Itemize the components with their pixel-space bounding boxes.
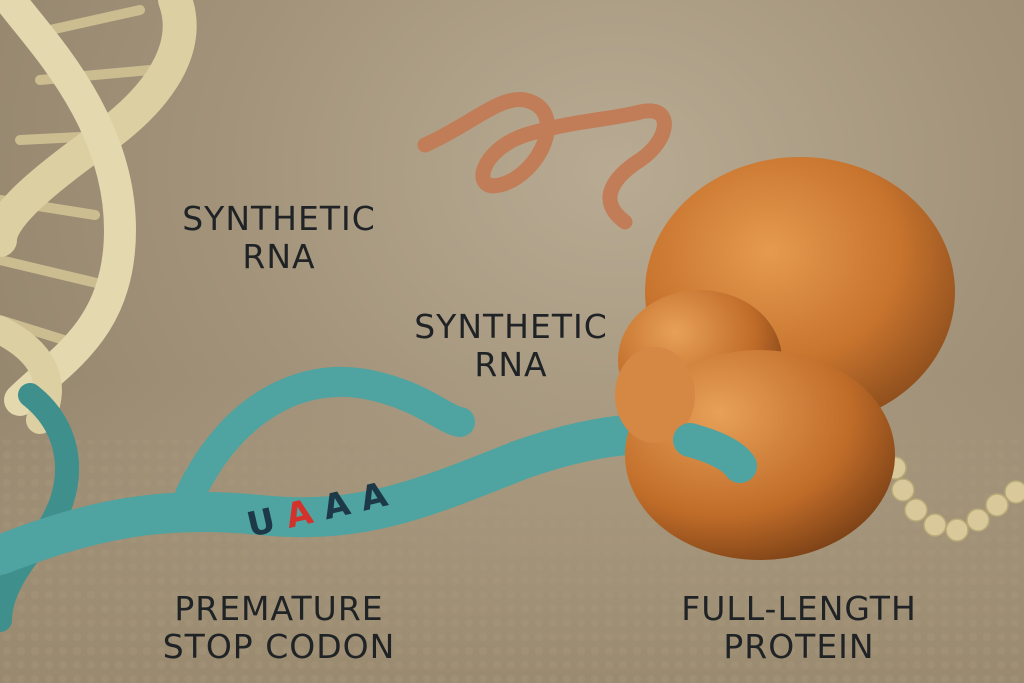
- label-line: STOP CODON: [162, 626, 396, 666]
- label-line: PROTEIN: [723, 626, 875, 666]
- premature-stop-codon-label: PREMATURE STOP CODON: [150, 590, 408, 666]
- dna-helix: [0, 0, 197, 434]
- coiled-rna: [417, 91, 672, 230]
- ribosome: [615, 157, 955, 560]
- label-line: SYNTHETIC: [182, 199, 376, 238]
- full-length-protein-label: FULL-LENGTH PROTEIN: [655, 590, 943, 666]
- synthetic-rna-label-middle: SYNTHETIC RNA: [400, 308, 622, 384]
- codon-letter-4: A: [356, 471, 403, 520]
- synthetic-rna-label-top: SYNTHETIC RNA: [168, 200, 390, 276]
- label-line: SYNTHETIC: [414, 307, 608, 346]
- label-line: RNA: [242, 236, 316, 276]
- label-line: RNA: [474, 344, 548, 384]
- label-line: FULL-LENGTH: [681, 589, 917, 628]
- label-line: PREMATURE: [174, 589, 384, 628]
